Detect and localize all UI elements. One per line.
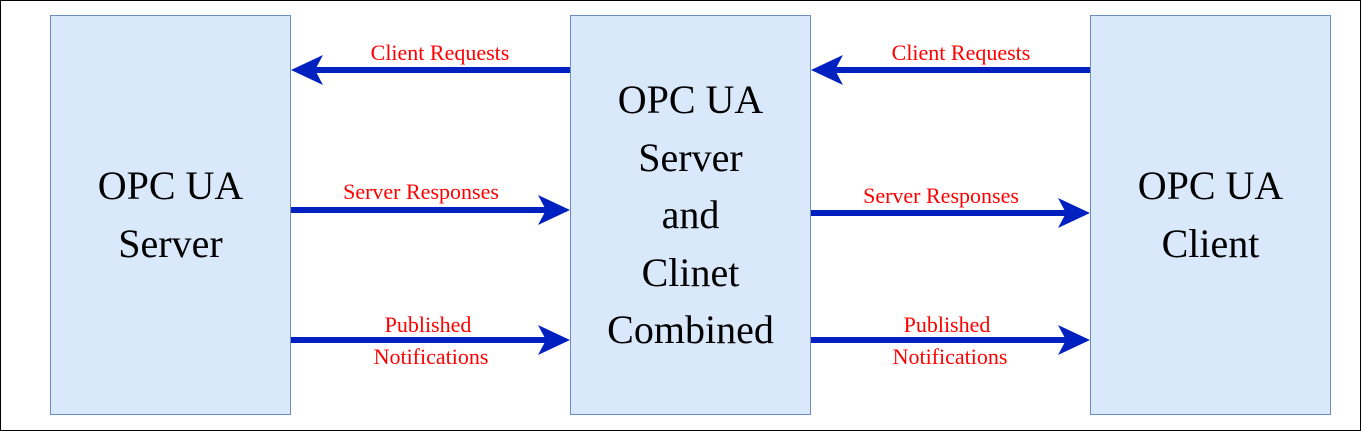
label-left-notifications: Notifications: [373, 344, 489, 369]
box-line: Clinet: [641, 249, 740, 295]
label-right-published: Published: [903, 312, 991, 337]
label-right-notifications: Notifications: [892, 344, 1008, 369]
label-left-published: Published: [384, 312, 472, 337]
box-line: OPC UA: [617, 77, 764, 123]
box-line: and: [661, 192, 720, 238]
opc-ua-server-box: OPC UA Server: [50, 15, 291, 415]
box-line: OPC UA: [97, 163, 244, 208]
label-right-client-requests: Client Requests: [891, 40, 1031, 65]
box-line: Server: [638, 134, 743, 180]
box-line: Client: [1161, 221, 1260, 266]
label-left-server-responses: Server Responses: [343, 179, 499, 204]
label-left-client-requests: Client Requests: [370, 40, 510, 65]
opc-ua-server-client-combined-box: OPC UA Server and Clinet Combined: [570, 15, 811, 415]
label-right-server-responses: Server Responses: [863, 183, 1019, 208]
box-line: Combined: [607, 307, 774, 353]
box-line: OPC UA: [1137, 163, 1284, 208]
opc-ua-client-box: OPC UA Client: [1090, 15, 1331, 415]
box-line: Server: [118, 221, 223, 266]
